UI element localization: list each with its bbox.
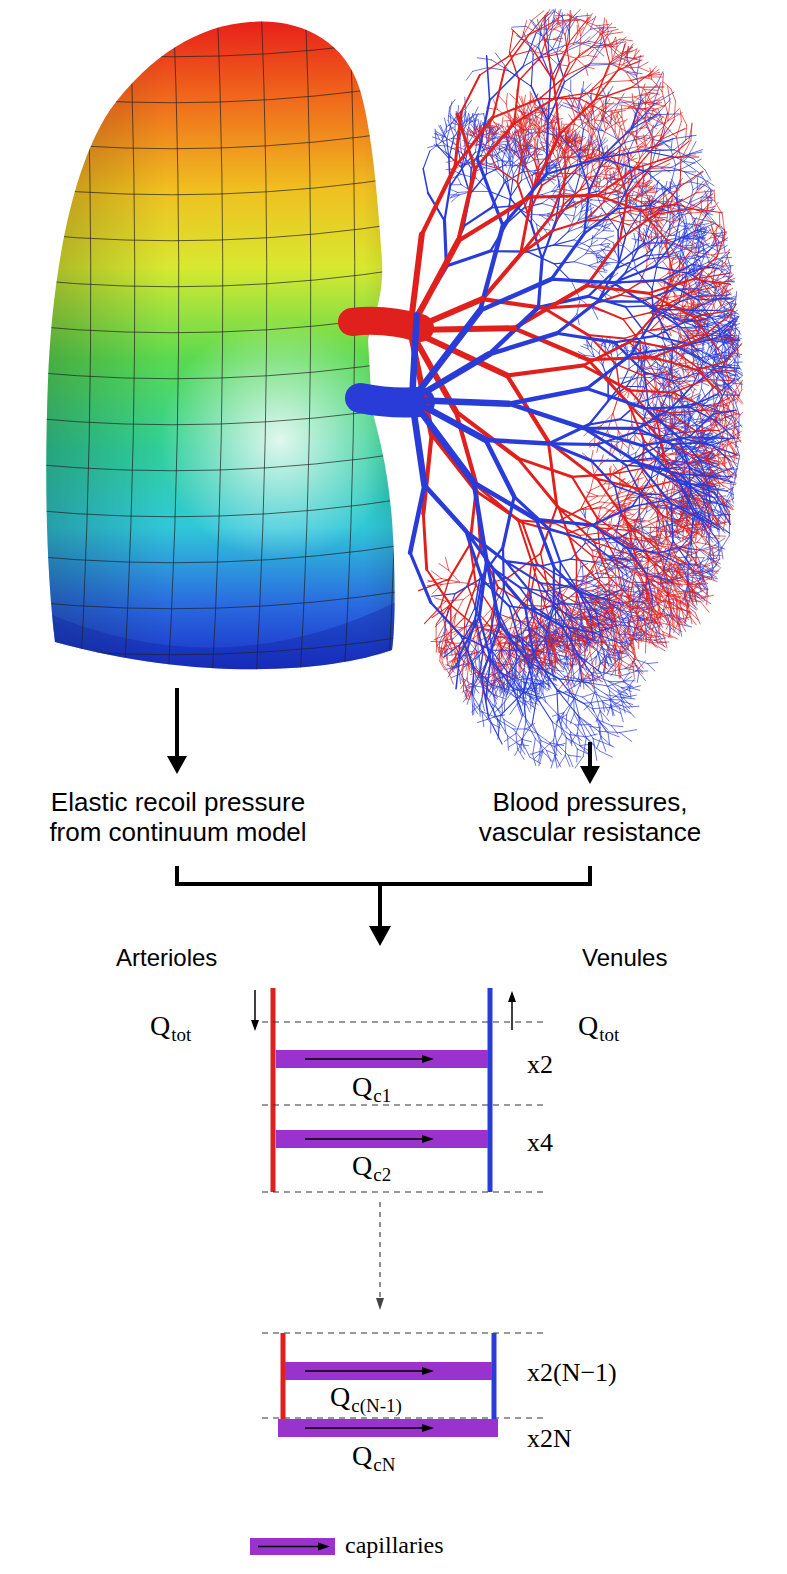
vessel-branches (423, 56, 728, 717)
mesh-line (343, 0, 355, 700)
lung-surface (30, 0, 410, 700)
lung-highlight (40, 15, 400, 695)
mesh-line (30, 222, 410, 241)
flow-arrow (511, 1000, 513, 1030)
arrow-line (588, 742, 592, 768)
arrow-head (580, 766, 600, 784)
flow-arrow (254, 990, 256, 1022)
mesh-line (299, 0, 311, 700)
vessel-label: Arterioles (116, 944, 217, 972)
mesh-line (211, 0, 223, 700)
vessel-branches (412, 311, 509, 486)
ladder-bottom (262, 1333, 545, 1437)
flow-arrow (305, 1370, 424, 1372)
arrow-head (508, 991, 516, 1002)
dashed-line (262, 1022, 545, 1023)
legend-swatch (250, 1538, 335, 1555)
mesh-line (30, 268, 410, 287)
arrow-head (422, 1424, 434, 1432)
mesh-line (30, 636, 410, 655)
flow-symbol: Q (578, 1010, 598, 1042)
arrow-head (167, 756, 187, 774)
flow-subscript: c(N-1) (351, 1395, 402, 1417)
mesh-line (123, 0, 135, 700)
ladder-top (251, 988, 545, 1192)
flow-symbol: Q (330, 1381, 350, 1413)
dashed-lines (262, 1022, 545, 1192)
dashed-line (262, 1105, 545, 1106)
swatch-arrow (250, 1538, 335, 1555)
lung-shading (30, 0, 410, 700)
vessel-label: Venules (582, 944, 667, 972)
flow-arrow (305, 1058, 424, 1060)
arrow-head (251, 1020, 259, 1031)
arrow-head (376, 1298, 384, 1310)
flow-arrow (305, 1427, 424, 1429)
mesh-line (255, 0, 267, 700)
vessel-branches (428, 100, 689, 676)
arteriole-line (271, 988, 276, 1192)
vessel-branches (410, 226, 587, 561)
arrow-head (318, 1543, 330, 1551)
flow-subscript: cN (373, 1454, 395, 1476)
capillary-bar (276, 1130, 488, 1148)
input-label: Elastic recoil pressure from continuum m… (28, 788, 328, 848)
mesh-line (30, 544, 410, 563)
flow-symbol: Q (352, 1071, 372, 1103)
flow-subscript: tot (171, 1024, 191, 1046)
arrow-line (378, 884, 382, 928)
flow-subscript: tot (599, 1024, 619, 1046)
vessel-branches (410, 159, 645, 625)
flow-symbol: Q (352, 1440, 372, 1472)
bracket (177, 866, 590, 884)
mesh-line (167, 0, 179, 700)
lung-mesh (30, 0, 410, 700)
flow-subscript: c2 (373, 1164, 391, 1186)
dashed-line (262, 1333, 545, 1334)
legend-item: capillaries (250, 1530, 550, 1560)
capillary-bar (285, 1362, 492, 1380)
arrow-head (369, 926, 391, 946)
continuation-arrow (379, 1202, 380, 1300)
mesh-line (30, 360, 410, 379)
vascular-tree (410, 9, 743, 768)
flow-symbol: Q (150, 1010, 170, 1042)
multiplicity-label: x4 (527, 1128, 553, 1158)
multiplicity-label: x2(N−1) (527, 1358, 617, 1388)
dashed-line (262, 1418, 545, 1419)
lung-shade (40, 15, 400, 695)
vessel-branches (430, 11, 741, 745)
mesh-line (387, 0, 399, 700)
arrow-head (422, 1055, 434, 1063)
arrow-line (258, 1546, 320, 1548)
capillary-bar (276, 1050, 488, 1068)
arteriole-line (281, 1333, 286, 1420)
mesh-line (79, 0, 91, 700)
arrow-head (422, 1135, 434, 1143)
mesh-line (30, 38, 410, 57)
dashed-lines (262, 1333, 545, 1418)
multiplicity-label: x2N (527, 1424, 572, 1454)
venule-line (492, 1333, 497, 1420)
venule-line (488, 988, 493, 1192)
arrow-head (422, 1367, 434, 1375)
flow-subscript: c1 (373, 1085, 391, 1107)
input-label: Blood pressures, vascular resistance (450, 788, 730, 848)
arrow-line (175, 688, 179, 758)
multiplicity-label: x2 (527, 1050, 553, 1080)
capillary-bar (278, 1419, 498, 1437)
dashed-line (262, 1192, 545, 1193)
flow-symbol: Q (352, 1150, 372, 1182)
mesh-line (30, 176, 410, 195)
flow-arrow (305, 1138, 424, 1140)
legend-text: capillaries (345, 1532, 444, 1560)
mesh-line (30, 590, 410, 609)
